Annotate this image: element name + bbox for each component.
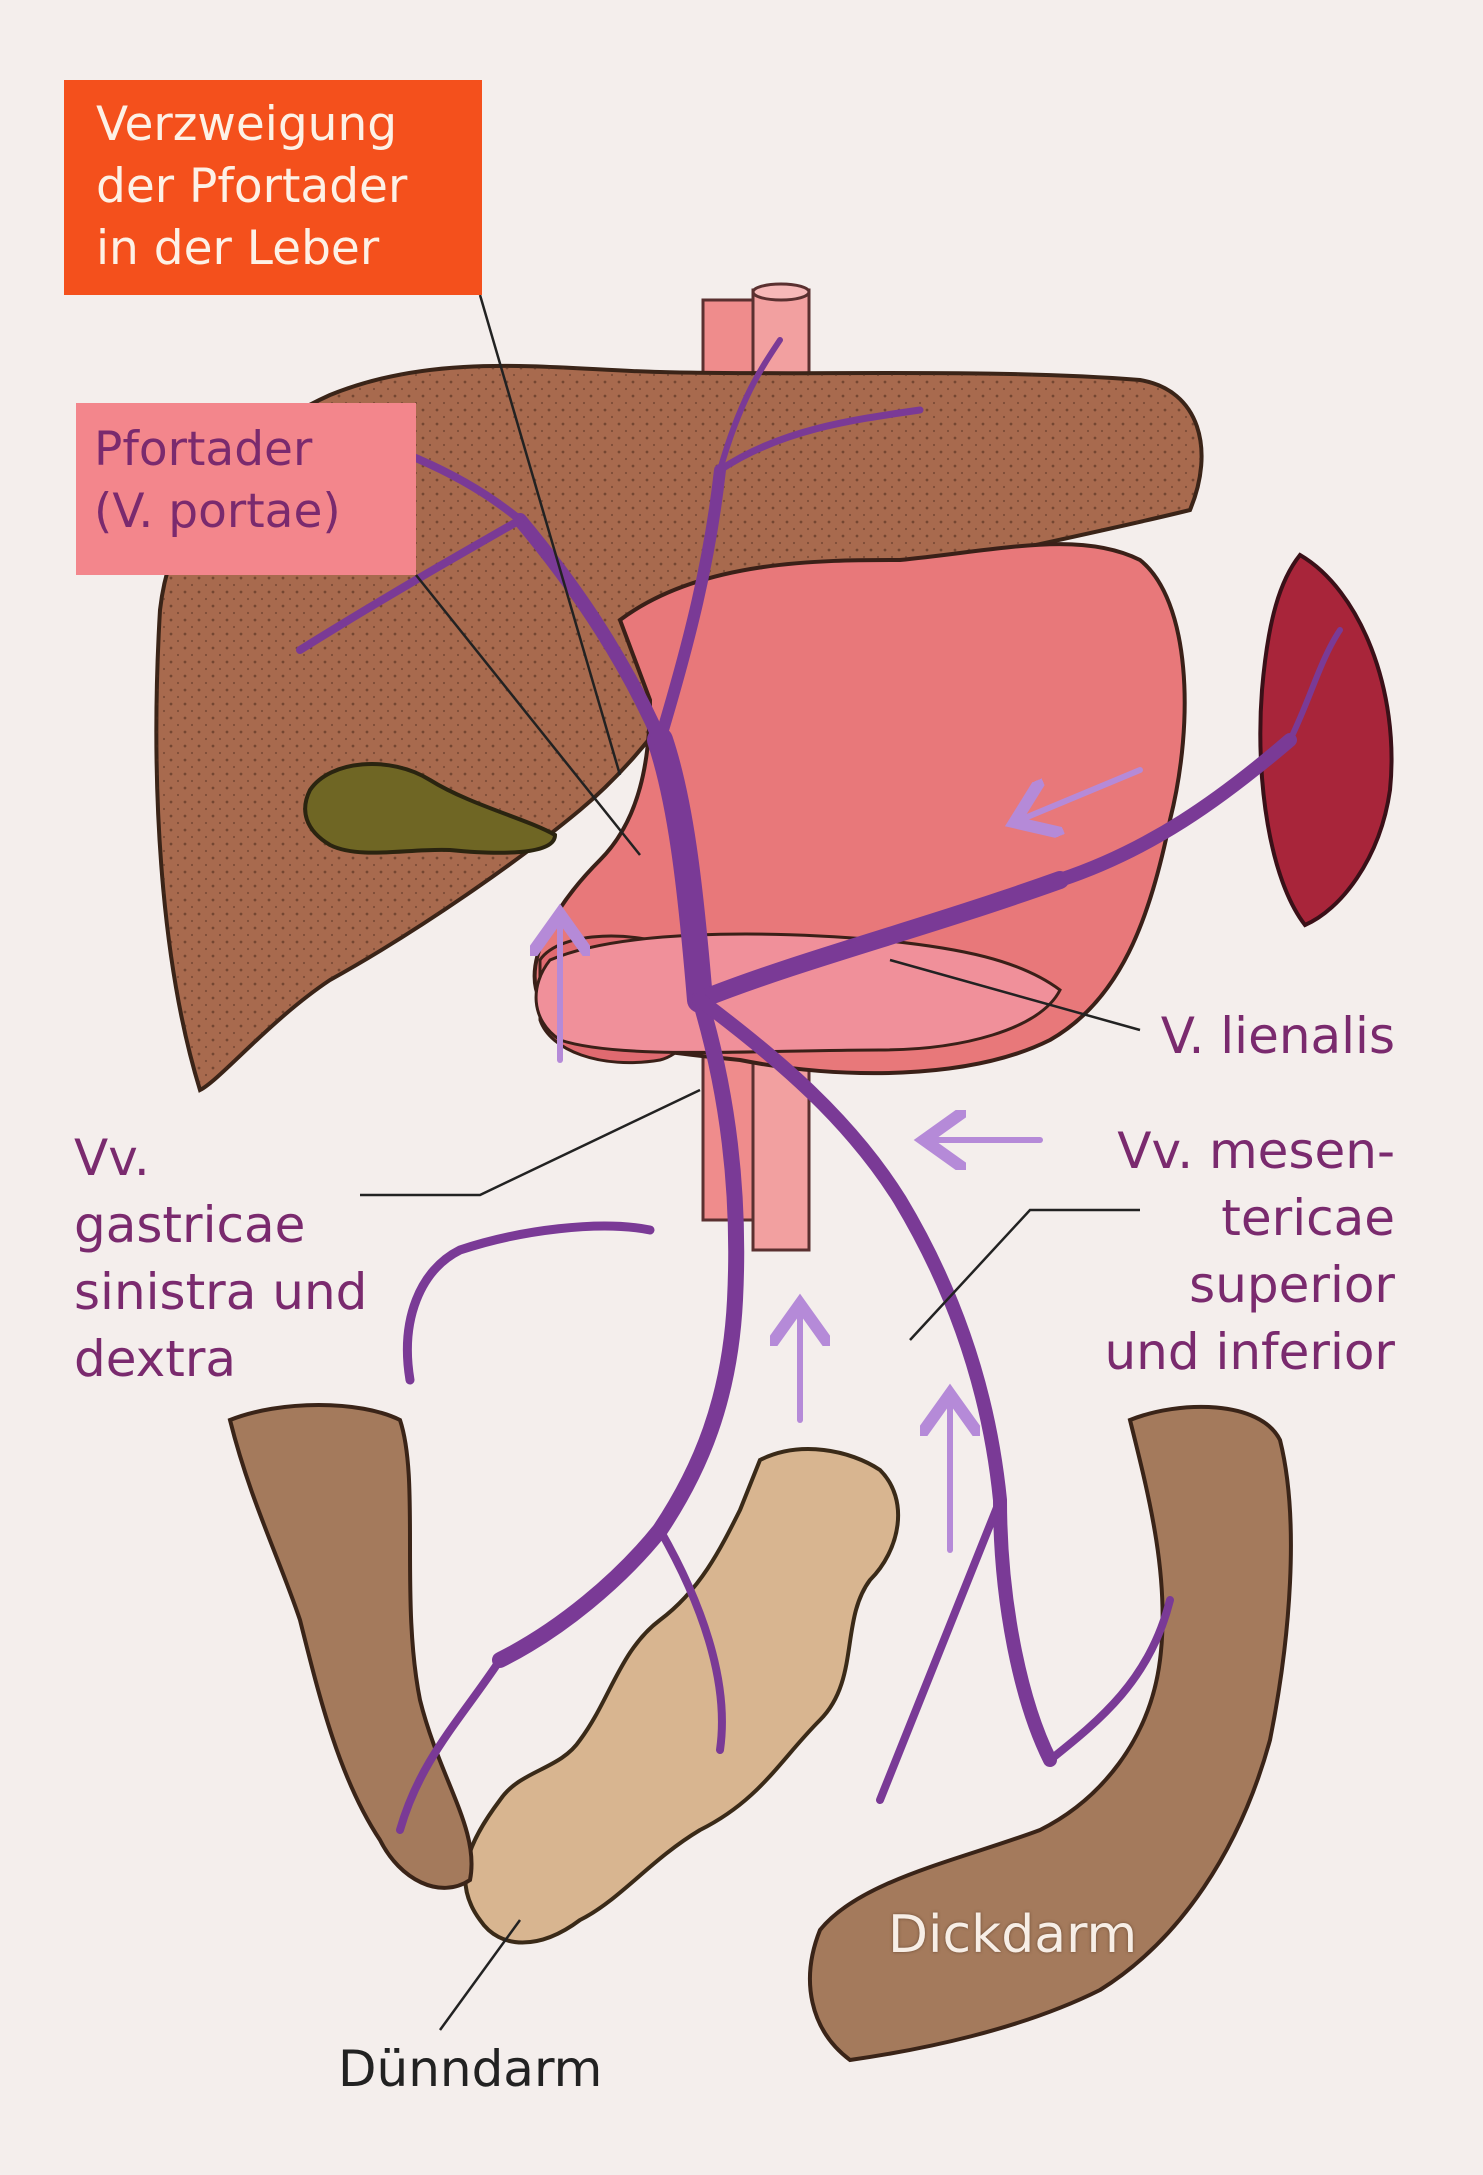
portal-vein-network (296, 337, 1343, 1834)
label-pfortader-box: Pfortader (V. portae) (76, 403, 416, 575)
label-vv-gastricae: Vv. gastricae sinistra und dextra (74, 1129, 368, 1388)
flow-arrows (560, 767, 1143, 1553)
pancreas (534, 932, 1062, 1054)
small-intestine (463, 1447, 901, 1945)
label-verzweigung-box: Verzweigung der Pfortader in der Leber (64, 80, 482, 295)
label-verzweigung: Verzweigung der Pfortader in der Leber (96, 97, 408, 276)
label-pfortader: Pfortader (V. portae) (94, 422, 341, 539)
large-intestine (227, 1403, 1293, 2063)
leader-lines (360, 294, 1141, 2031)
label-v-lienalis: V. lienalis (1160, 1007, 1395, 1065)
label-vv-mesentericae: Vv. mesen- tericae superior und inferior (1104, 1122, 1395, 1381)
spleen (1258, 552, 1394, 928)
label-duenndarm: Dünndarm (338, 2040, 603, 2098)
label-dickdarm: Dickdarm (888, 1905, 1138, 1965)
gallbladder (303, 762, 558, 855)
